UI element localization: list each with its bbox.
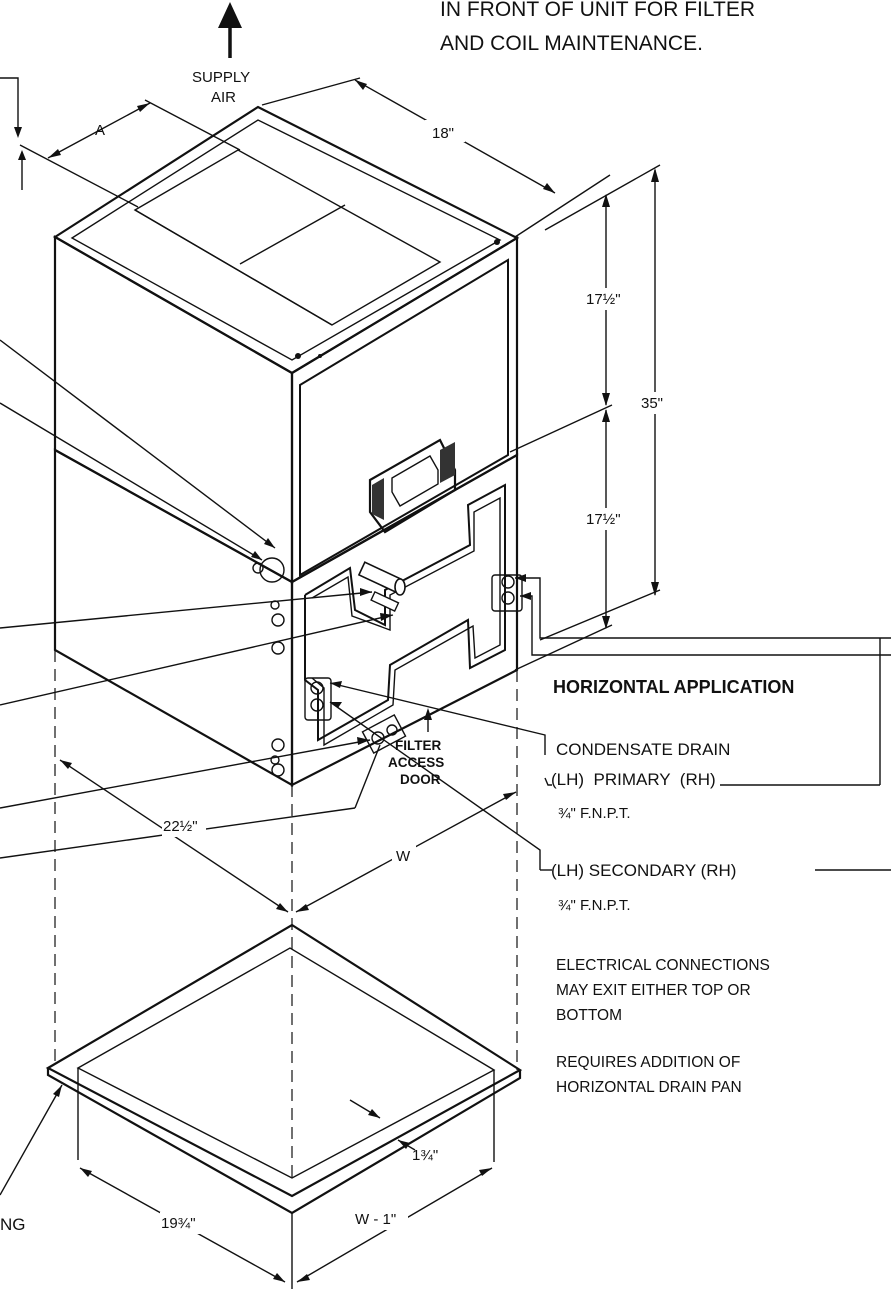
height-dimension-lines	[509, 164, 661, 671]
electrical-note-1: ELECTRICAL CONNECTIONS	[556, 957, 770, 974]
top-left-leader	[0, 77, 26, 190]
dim-18-label: 18"	[432, 125, 454, 142]
filter-door-label-3: DOOR	[400, 772, 441, 787]
horizontal-application-title: HORIZONTAL APPLICATION	[553, 677, 794, 697]
upper-cabinet	[52, 105, 520, 584]
dim-lower-height-label: 17½"	[586, 511, 621, 528]
dim-base-front-label: W - 1"	[355, 1211, 396, 1228]
dim-18-line	[261, 77, 556, 194]
dim-upper-height-label: 17½"	[586, 291, 621, 308]
electrical-note-2: MAY EXIT EITHER TOP OR	[556, 982, 751, 999]
dim-front-width-label: W	[396, 848, 411, 865]
top-note-line2: AND COIL MAINTENANCE.	[440, 32, 703, 55]
condensate-drain-label: CONDENSATE DRAIN	[556, 740, 730, 759]
filter-door-arrow	[424, 708, 432, 732]
drain-pan-note-1: REQUIRES ADDITION OF	[556, 1054, 740, 1071]
refrigerant-pipes	[357, 561, 406, 612]
electrical-note-3: BOTTOM	[556, 1007, 622, 1024]
dim-base-side-label: 19¾"	[161, 1215, 196, 1232]
primary-drain-label: (LH) PRIMARY (RH)	[551, 770, 716, 789]
supply-air-arrow	[218, 2, 242, 58]
supply-air-label-2: AIR	[211, 89, 236, 106]
bottom-left-partial-label: NG	[0, 1215, 26, 1234]
callout-leaders	[0, 339, 394, 859]
dim-flange-label: 1¾"	[412, 1147, 438, 1164]
dim-a-label: A	[95, 122, 105, 139]
secondary-drain-size: ¾" F.N.P.T.	[558, 897, 631, 914]
secondary-drain-label: (LH) SECONDARY (RH)	[551, 861, 736, 880]
projection-dashed-lines	[54, 650, 518, 1180]
bottom-left-leader	[0, 1084, 63, 1196]
dim-total-height-label: 35"	[641, 395, 663, 412]
dim-side-width-label: 22½"	[163, 818, 198, 835]
base-dim-lines	[79, 1167, 493, 1289]
filter-door-label-1: FILTER	[395, 738, 441, 753]
horizontal-drain-leaders	[329, 574, 891, 871]
drain-pan-note-2: HORIZONTAL DRAIN PAN	[556, 1079, 742, 1096]
top-note-line1: IN FRONT OF UNIT FOR FILTER	[440, 0, 755, 21]
base-drain-pan	[45, 923, 523, 1215]
lower-cabinet	[53, 448, 523, 787]
dim-a-line	[19, 99, 241, 208]
primary-drain-size: ¾" F.N.P.T.	[558, 805, 631, 822]
supply-air-label-1: SUPPLY	[192, 69, 250, 86]
